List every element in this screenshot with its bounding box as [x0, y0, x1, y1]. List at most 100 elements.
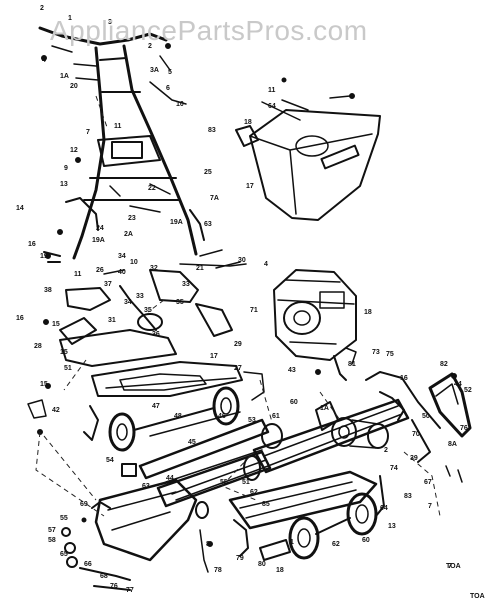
part-callout-label: 63 [204, 221, 212, 228]
part-callout-label: 40 [118, 269, 126, 276]
part-callout-label: 85 [262, 501, 270, 508]
part-callout-label: 7 [86, 129, 90, 136]
part-callout-label: 17 [210, 353, 218, 360]
part-callout-label: 35 [144, 307, 152, 314]
part-callout-label: 67 [424, 479, 432, 486]
reel-assembly [121, 411, 283, 508]
part-callout-label: 6 [166, 85, 170, 92]
part-callout-label: 15 [60, 349, 68, 356]
part-callout-label: 34 [124, 299, 132, 306]
part-callout-label: 71 [250, 307, 258, 314]
leader-lines [35, 95, 441, 517]
part-callout-label: 16 [28, 241, 36, 248]
watermark-text: AppliancePartsPros.com [50, 15, 368, 46]
part-callout-label: 33 [136, 293, 144, 300]
part-callout-label: 82 [440, 361, 448, 368]
part-callout-label: 46 [218, 413, 226, 420]
part-callout-label: 15 [40, 381, 48, 388]
part-callout-label: 75 [386, 351, 394, 358]
part-callout-label: 16 [400, 375, 408, 382]
part-callout-label: 73 [372, 349, 380, 356]
part-callout-label: 17 [246, 183, 254, 190]
deck-plates [45, 329, 265, 401]
part-callout-label: 63 [142, 483, 150, 490]
handle-assembly [38, 26, 205, 263]
part-callout-label: 35 [176, 299, 184, 306]
part-callout-label: 18 [244, 119, 252, 126]
part-callout-label: 18 [364, 309, 372, 316]
part-callout-label: 13 [388, 523, 396, 530]
rear-rollers [259, 492, 378, 561]
part-callout-label: 2A [124, 231, 133, 238]
part-callout-label: 33 [182, 281, 190, 288]
part-callout-label: 83 [208, 127, 216, 134]
part-callout-label: 54 [106, 457, 114, 464]
part-callout-label: 53 [248, 417, 256, 424]
part-callout-label: 42 [52, 407, 60, 414]
part-callout-label: 60 [362, 537, 370, 544]
part-callout-label: 64 [268, 103, 276, 110]
part-callout-label: 62 [332, 541, 340, 548]
part-callout-label: 13 [60, 181, 68, 188]
part-callout-label: 2 [384, 447, 388, 454]
part-callout-label: 55 [60, 515, 68, 522]
left-hardware [61, 501, 213, 591]
part-callout-label: 38 [44, 287, 52, 294]
part-callout-label: 79 [236, 555, 244, 562]
part-callout-label: 7 [428, 503, 432, 510]
part-callout-label: 1A [60, 73, 69, 80]
part-callout-label: 39 [410, 455, 418, 462]
part-callout-label: 58 [48, 537, 56, 544]
part-callout-label: 57 [48, 527, 56, 534]
part-callout-label: 15 [52, 321, 60, 328]
part-callout-label: 2 [148, 43, 152, 50]
part-callout-label: 18 [276, 567, 284, 574]
engine [273, 269, 357, 381]
part-callout-label: 65 [60, 551, 68, 558]
part-callout-label: 5 [168, 69, 172, 76]
part-callout-label: 55 [220, 479, 228, 486]
part-callout-label: 14 [16, 205, 24, 212]
corner-code: TOA [470, 593, 485, 600]
part-callout-label: 23 [128, 215, 136, 222]
part-callout-label: 48 [174, 413, 182, 420]
part-callout-label: 1 [68, 15, 72, 22]
part-callout-label: 11 [268, 87, 276, 94]
part-callout-label: 26 [96, 267, 104, 274]
drive-chain [315, 371, 441, 463]
part-callout-label: 29 [234, 341, 242, 348]
part-callout-label: 70 [412, 431, 420, 438]
part-callout-label: 28 [34, 343, 42, 350]
part-callout-label: 60 [290, 399, 298, 406]
bail-lever [428, 372, 472, 483]
part-callout-label: 1A [320, 405, 329, 412]
part-callout-label: 69 [80, 501, 88, 508]
part-callout-label: 16 [16, 315, 24, 322]
part-callout-label: 2 [40, 5, 44, 12]
part-callout-label: 80 [258, 561, 266, 568]
part-callout-label: 44 [166, 475, 174, 482]
part-callout-label: 66 [84, 561, 92, 568]
part-callout-label: 34 [118, 253, 126, 260]
part-callout-label: 27 [234, 365, 242, 372]
part-callout-label: 50 [422, 413, 430, 420]
part-callout-label: 11 [74, 271, 82, 278]
part-callout-label: 10 [130, 259, 138, 266]
control-linkage [43, 249, 247, 345]
part-callout-label: 8 [206, 541, 210, 548]
part-callout-label: 19A [170, 219, 183, 226]
part-callout-label: 19 [40, 253, 48, 260]
part-callout-label: 8A [448, 441, 457, 448]
part-callout-label: 44 [454, 381, 462, 388]
part-callout-label: 11 [114, 123, 122, 130]
part-callout-label: 9 [64, 165, 68, 172]
part-callout-label: 36 [152, 331, 160, 338]
part-callout-label: 76 [460, 425, 468, 432]
part-callout-label: 12 [70, 147, 78, 154]
part-callout-label: 22 [148, 185, 156, 192]
part-callout-label: 62 [250, 489, 258, 496]
part-callout-label: 83 [404, 493, 412, 500]
